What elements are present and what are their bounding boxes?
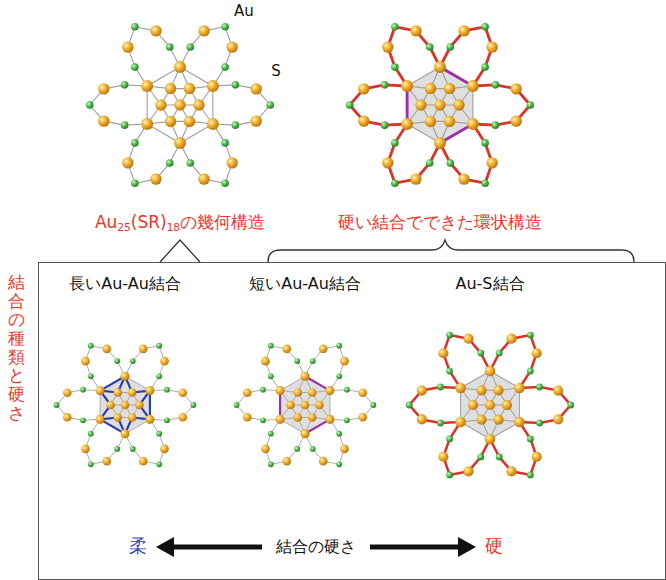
cluster-full [86,23,274,187]
atoms [234,343,377,467]
category-panel: 結合の種類と硬さ [38,262,666,580]
column-heading: 短いAu-Au結合 [249,274,361,293]
cluster-short-au-au [234,343,377,467]
scale-title: 結合の硬さ [276,537,356,556]
structure-caption: 硬い結合でできた環状構造 [338,212,542,232]
atom-label: Au [234,2,254,20]
column-heading: 長いAu-Au結合 [69,274,181,293]
cluster-long-au-au [54,343,197,467]
atoms [406,332,574,479]
atoms [86,23,274,187]
scale-end-label: 柔 [129,535,147,557]
atom-label: S [271,62,281,80]
cluster-rings [346,23,534,187]
structure-caption: Au25(SR)18の幾何構造 [95,212,265,232]
cluster-au-s [406,332,574,479]
panel-heading: 結合の種類と硬さ [8,273,25,423]
hardness-arrow [156,537,476,557]
atoms [346,23,534,187]
brace [268,240,634,262]
atoms [54,343,197,467]
column-heading: Au-S結合 [455,274,524,293]
scale-end-label: 硬 [485,535,503,557]
wedge-pointer [160,240,200,262]
